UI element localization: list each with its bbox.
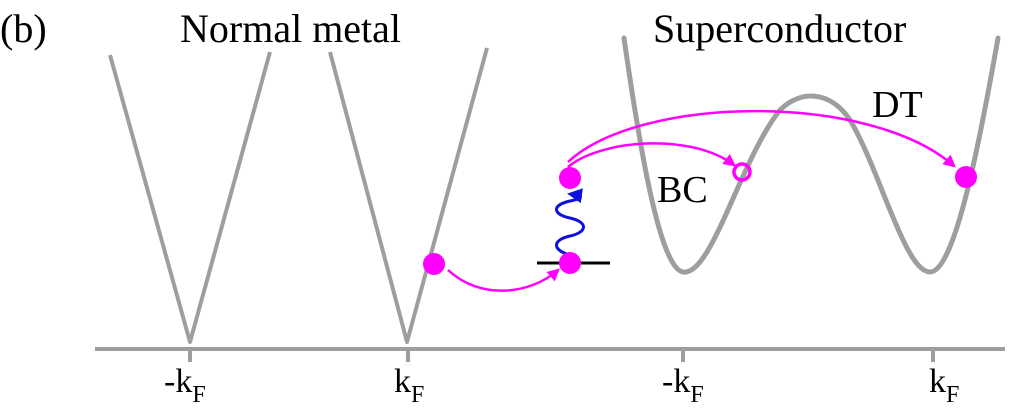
superconductor-label: Superconductor — [653, 6, 906, 51]
tick-label-nm-left-sub: F — [192, 382, 205, 408]
tick-label-sc-left: -kF — [662, 363, 704, 408]
dt-label: DT — [872, 84, 923, 126]
electron-nm — [423, 253, 445, 275]
tick-label-nm-right-k: k — [394, 363, 411, 400]
tick-label-nm-right: kF — [394, 363, 424, 408]
nm-band-right — [328, 47, 489, 344]
bc-label: BC — [657, 169, 708, 211]
hole-bc — [732, 162, 752, 182]
tick-label-sc-right-sub: F — [946, 382, 959, 408]
tunnel-arrow — [447, 268, 560, 292]
tick-label-sc-right-k: k — [929, 363, 946, 400]
tick-label-nm-left: -kF — [164, 363, 206, 408]
photon-wave — [555, 188, 585, 257]
bc-arrow — [567, 142, 737, 168]
tick-label-nm-left-k: -k — [164, 363, 192, 400]
tick-label-nm-right-sub: F — [411, 382, 424, 408]
electron-dt — [955, 166, 977, 188]
electron-ground — [559, 252, 581, 274]
panel-label: (b) — [0, 6, 47, 51]
sc-band — [621, 35, 1001, 275]
electron-excited — [559, 167, 581, 189]
tick-label-sc-left-sub: F — [690, 382, 703, 408]
normal-metal-label: Normal metal — [180, 6, 401, 51]
dt-arrow — [567, 109, 956, 168]
tick-label-sc-left-k: -k — [662, 363, 690, 400]
nm-band-left — [108, 51, 272, 344]
tick-label-sc-right: kF — [929, 363, 959, 408]
